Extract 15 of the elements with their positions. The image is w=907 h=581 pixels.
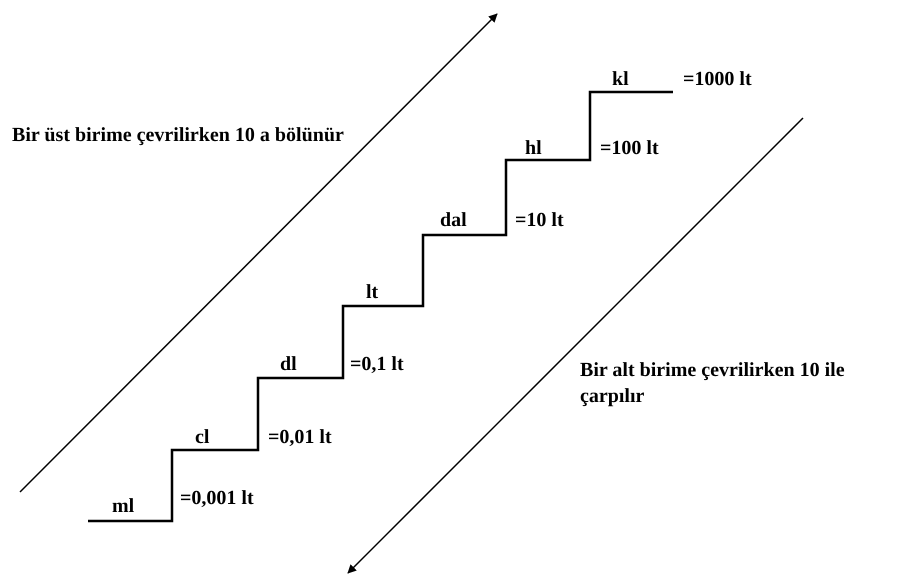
- value-label: =0,001 lt: [180, 486, 254, 511]
- unit-label: kl: [612, 67, 629, 92]
- value-label: =10 lt: [515, 208, 564, 233]
- value-label: =100 lt: [600, 136, 659, 161]
- note-text: Bir üst birime çevrilirken 10 a bölünür: [12, 123, 345, 148]
- unit-label: dal: [440, 208, 467, 233]
- unit-label: ml: [112, 494, 134, 519]
- value-label: =0,1 lt: [350, 352, 404, 377]
- unit-label: cl: [195, 425, 210, 450]
- value-label: =0,01 lt: [268, 425, 332, 450]
- unit-label: hl: [525, 136, 542, 161]
- value-label: =1000 lt: [683, 67, 752, 92]
- unit-label: lt: [366, 280, 378, 305]
- unit-label: dl: [280, 352, 297, 377]
- note-text: Bir alt birime çevrilirken 10 ile çarpılır: [580, 358, 846, 409]
